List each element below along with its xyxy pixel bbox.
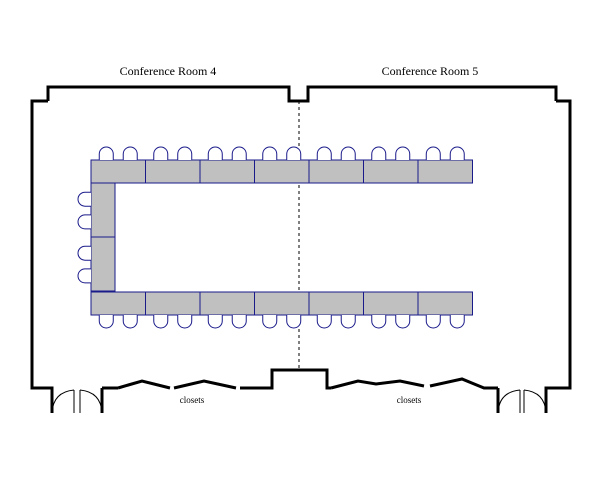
- room-label-conference-room-5: Conference Room 5: [382, 64, 479, 78]
- chair-bottom-5-a: [371, 315, 387, 329]
- chair-top-3-b: [286, 146, 302, 160]
- chair-bottom-4-a: [316, 315, 332, 329]
- table-top-2: [199, 159, 255, 184]
- table-bottom-3: [254, 291, 310, 316]
- chair-top-0-a: [98, 146, 114, 160]
- closet-door-right-2: [429, 377, 498, 390]
- chair-bottom-1-a: [153, 315, 169, 329]
- table-bottom-6: [417, 291, 473, 316]
- table-top-5: [363, 159, 419, 184]
- wall-right: [544, 99, 572, 413]
- chair-top-5-b: [395, 146, 411, 160]
- chair-bottom-0-a: [98, 315, 114, 329]
- chair-top-0-b: [122, 146, 138, 160]
- table-top-6: [417, 159, 473, 184]
- chair-top-2-a: [207, 146, 223, 160]
- chair-bottom-5-b: [395, 315, 411, 329]
- table-bottom-4: [308, 291, 364, 316]
- chair-top-3-a: [262, 146, 278, 160]
- wall-bottom-center: [240, 368, 331, 390]
- table-bottom-2: [199, 291, 255, 316]
- table-side-1: [90, 236, 116, 292]
- chair-top-1-b: [177, 146, 193, 160]
- chair-bottom-6-a: [425, 315, 441, 329]
- chair-side-1-b: [77, 268, 91, 284]
- table-top-0: [90, 159, 146, 184]
- table-top-3: [254, 159, 310, 184]
- chair-bottom-4-b: [340, 315, 356, 329]
- chair-top-4-a: [316, 146, 332, 160]
- chair-bottom-6-b: [449, 315, 465, 329]
- chair-top-4-b: [340, 146, 356, 160]
- table-top-1: [145, 159, 201, 184]
- entry-door-left: [51, 389, 103, 414]
- table-bottom-0: [90, 291, 146, 316]
- closet-door-left-1: [117, 379, 171, 390]
- chair-side-0-a: [77, 191, 91, 207]
- chair-bottom-1-b: [177, 315, 193, 329]
- chair-side-0-b: [77, 214, 91, 230]
- tables-u-shape: [90, 159, 473, 316]
- table-bottom-5: [363, 291, 419, 316]
- table-top-4: [308, 159, 364, 184]
- wall-left: [30, 99, 54, 413]
- chairs: [77, 146, 465, 329]
- chair-top-5-a: [371, 146, 387, 160]
- table-side-0: [90, 182, 116, 238]
- chair-bottom-0-b: [122, 315, 138, 329]
- chair-top-1-a: [153, 146, 169, 160]
- wall-top-left: [46, 85, 558, 103]
- chair-top-6-b: [449, 146, 465, 160]
- closet-door-left-2: [173, 379, 237, 390]
- table-bottom-1: [145, 291, 201, 316]
- chair-top-6-a: [425, 146, 441, 160]
- entry-door-right: [497, 389, 547, 414]
- room-label-conference-room-4: Conference Room 4: [120, 64, 217, 78]
- chair-bottom-2-a: [207, 315, 223, 329]
- closets-label-left: closets: [180, 395, 205, 405]
- chair-top-2-b: [231, 146, 247, 160]
- chair-bottom-2-b: [231, 315, 247, 329]
- chair-bottom-3-b: [286, 315, 302, 329]
- closets-label-right: closets: [397, 395, 422, 405]
- chair-side-1-a: [77, 245, 91, 261]
- chair-bottom-3-a: [262, 315, 278, 329]
- closet-door-right-1: [330, 379, 425, 390]
